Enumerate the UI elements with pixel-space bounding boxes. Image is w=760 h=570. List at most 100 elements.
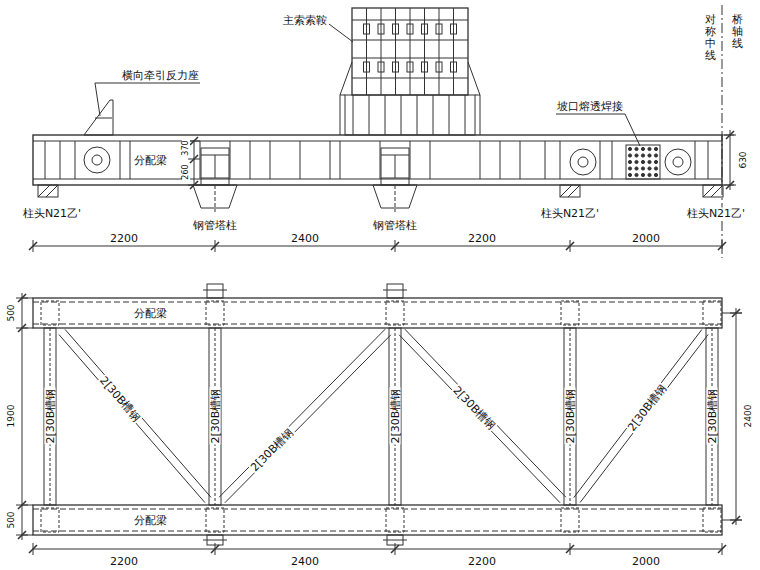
bolt-dot — [628, 147, 631, 150]
beam-flange — [33, 141, 722, 142]
bolt-dot — [654, 154, 657, 157]
bracket-flange — [203, 290, 227, 291]
member-label: 2[30B槽钢 — [45, 388, 56, 445]
beam-stiffener — [612, 141, 613, 179]
gusset-plate — [206, 508, 224, 532]
support-hatch — [568, 185, 580, 197]
saddle-plate — [381, 8, 382, 95]
beam-flange — [33, 179, 722, 180]
saddle-gusset — [468, 62, 480, 135]
beam-stiffener — [480, 141, 481, 179]
beam-stiffener — [340, 141, 341, 179]
dimension-line — [194, 141, 195, 185]
pin-hole — [570, 149, 596, 175]
saddle-plate — [453, 8, 454, 95]
bolt-dot — [648, 160, 651, 163]
gusset-plate — [41, 301, 59, 325]
bolt-dot — [641, 147, 644, 150]
channel-strut — [44, 328, 56, 505]
gusset-plate — [386, 301, 404, 325]
saddle-rib — [385, 95, 386, 135]
bracket-flange — [203, 540, 227, 541]
dimension-tick — [566, 545, 574, 553]
dimension-line — [730, 130, 731, 190]
saddle-block — [393, 24, 399, 34]
member-label: 2[30B槽钢 — [390, 388, 401, 445]
bolt-dot — [648, 154, 651, 157]
saddle-block — [451, 62, 457, 72]
bolt-dot — [654, 147, 657, 150]
diagonal-channel — [65, 329, 211, 497]
beam-stiffener — [545, 141, 546, 179]
distribution-beam-plan — [33, 505, 722, 535]
bolt-dot — [635, 147, 638, 150]
extension-line — [22, 298, 33, 299]
dimension-text: 370 — [182, 139, 190, 156]
leader-line — [329, 24, 353, 42]
diagonal-channel — [399, 335, 560, 503]
beam-stiffener — [300, 141, 301, 179]
beam-stiffener — [230, 141, 231, 179]
saddle-bar — [352, 20, 468, 21]
dimension-text: 2000 — [631, 556, 661, 567]
beam-stiffener — [130, 141, 131, 179]
beam-stiffener — [250, 141, 251, 179]
bolt-dot — [654, 160, 657, 163]
dimension-tick — [190, 137, 198, 145]
saddle-gusset — [475, 95, 480, 96]
pin-hole — [84, 147, 110, 173]
dimension-line — [22, 293, 23, 540]
dimension-text: 2400 — [744, 404, 753, 429]
bolt-plate — [626, 145, 660, 179]
dimension-tick — [29, 545, 37, 553]
dimension-text: 260 — [182, 163, 190, 180]
dimension-tick — [732, 309, 740, 317]
dimension-text: 630 — [739, 150, 748, 169]
saddle-rib — [433, 95, 434, 135]
column-joint — [381, 148, 409, 185]
bolt-dot — [635, 154, 638, 157]
gusset-plate — [561, 301, 579, 325]
beam-stiffener — [60, 141, 61, 179]
bolt-dot — [654, 167, 657, 170]
dimension-text: 1900 — [7, 404, 16, 429]
saddle-block — [378, 62, 384, 72]
dimension-text: 2400 — [290, 233, 320, 244]
beam-stiffener — [270, 141, 271, 179]
channel-strut — [389, 328, 401, 505]
beam-stiffener — [560, 141, 561, 179]
member-label: 2[30B槽钢 — [450, 384, 497, 433]
dimension-tick — [726, 181, 734, 189]
bolt-dot — [628, 154, 631, 157]
beam-edge — [33, 302, 722, 303]
dimension-text: 2200 — [109, 556, 139, 567]
dimension-tick — [211, 545, 219, 553]
saddle-rib — [401, 95, 402, 135]
beam-stiffener — [520, 141, 521, 179]
member-label: 2[30B槽钢 — [97, 374, 143, 424]
extension-line — [22, 328, 33, 329]
bolt-dot — [628, 167, 631, 170]
beam-stiffener — [695, 141, 696, 179]
diagonal-channel — [219, 329, 385, 497]
line-work — [16, 5, 742, 555]
member-label: 2[30B槽钢 — [565, 388, 576, 445]
bolt-dot — [641, 173, 644, 176]
pin-hole-inner — [673, 157, 683, 167]
dimension-text: 2200 — [467, 556, 497, 567]
beam-stiffener — [708, 141, 709, 179]
bolt-dot — [654, 173, 657, 176]
diagonal-channel — [580, 334, 708, 502]
saddle-body — [352, 8, 468, 95]
member-label: 分配梁 — [133, 515, 168, 526]
diagonal-channel — [405, 329, 566, 497]
bolt-dot — [628, 173, 631, 176]
support-hatch — [711, 185, 723, 197]
channel-strut — [564, 328, 576, 505]
dimension-tick — [718, 242, 726, 250]
column-head-support — [38, 185, 58, 197]
saddle-base — [345, 95, 475, 135]
saddle-rib — [465, 95, 466, 135]
channel-strut — [209, 328, 221, 505]
channel-strut — [706, 328, 718, 505]
